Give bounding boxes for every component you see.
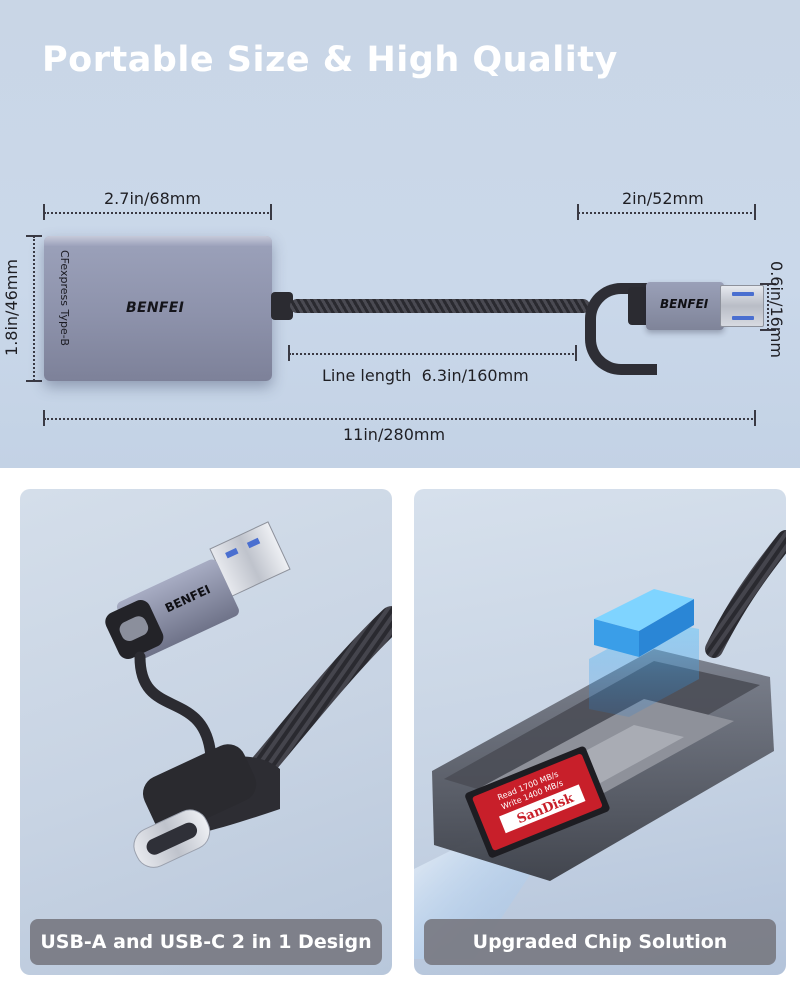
total-length-line [44,418,756,420]
reader-height-label: 1.8in/46mm [1,259,21,356]
card-type-label: CFexpress Type-B [58,250,71,346]
panel-chip-solution: Read 1700 MB/s Write 1400 MB/s SanDisk U… [414,489,786,975]
plug-length-label: 2in/52mm [622,189,704,208]
plug-brand-logo: BENFEI [660,297,709,311]
line-length-line [289,353,577,355]
reader-brand-logo: BENFEI [126,300,185,316]
usb-adapter-illustration: BENFEI [105,521,392,868]
total-length-label: 11in/280mm [343,425,446,444]
caption-box-chip: Upgraded Chip Solution [424,919,776,965]
line-length-label: Line length 6.3in/160mm [322,366,529,385]
chip-illustration: Read 1700 MB/s Write 1400 MB/s SanDisk [414,530,786,959]
panel-2in1-design: BENFEI USB-A and USB-C 2 in 1 Design [20,489,392,975]
braided-cable [290,299,590,313]
reader-strain-relief [271,292,293,320]
plug-length-line [578,212,756,214]
headline: Portable Size & High Quality [42,40,618,80]
reader-width-line [44,212,272,214]
caption-chip: Upgraded Chip Solution [472,931,728,953]
reader-height-line [33,236,35,381]
plug-height-label: 0.6in/16mm [766,261,786,358]
caption-2in1: USB-A and USB-C 2 in 1 Design [40,931,372,953]
dimensions-panel [0,0,800,468]
plug-height-line [767,284,769,330]
usb-c-pigtail [585,283,657,375]
reader-width-label: 2.7in/68mm [104,189,201,208]
card-reader-body [44,236,272,381]
usb-a-plug-housing [646,282,724,330]
caption-box-2in1: USB-A and USB-C 2 in 1 Design [30,919,382,965]
